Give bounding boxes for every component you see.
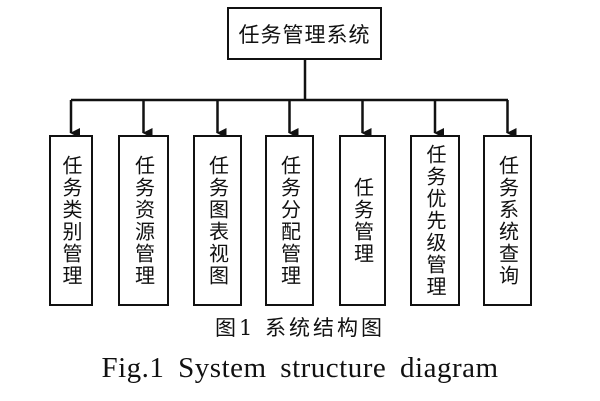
root-node-label: 任务管理系统 <box>238 22 371 47</box>
child-node-label: 任务类别管理 <box>59 154 83 287</box>
root-node: 任务管理系统 <box>227 7 382 60</box>
child-node-assignment: 任务分配管理 <box>265 135 314 306</box>
child-node-priority: 任务优先级管理 <box>410 135 460 306</box>
child-node-label: 任务分配管理 <box>277 154 302 287</box>
child-node-label: 任务资源管理 <box>131 154 156 287</box>
child-node-task: 任务管理 <box>339 135 386 306</box>
child-node-resource: 任务资源管理 <box>118 135 169 306</box>
child-node-chart-view: 任务图表视图 <box>193 135 242 306</box>
child-node-category: 任务类别管理 <box>49 135 93 306</box>
child-node-query: 任务系统查询 <box>483 135 532 306</box>
figure-caption-cn: 图1 系统结构图 <box>214 316 386 340</box>
child-node-label: 任务图表视图 <box>205 154 230 287</box>
child-node-label: 任务优先级管理 <box>423 143 447 298</box>
figure-caption-en: Fig.1 System structure diagram <box>101 352 499 384</box>
child-node-label: 任务系统查询 <box>495 154 520 287</box>
child-node-label: 任务管理 <box>350 176 375 265</box>
